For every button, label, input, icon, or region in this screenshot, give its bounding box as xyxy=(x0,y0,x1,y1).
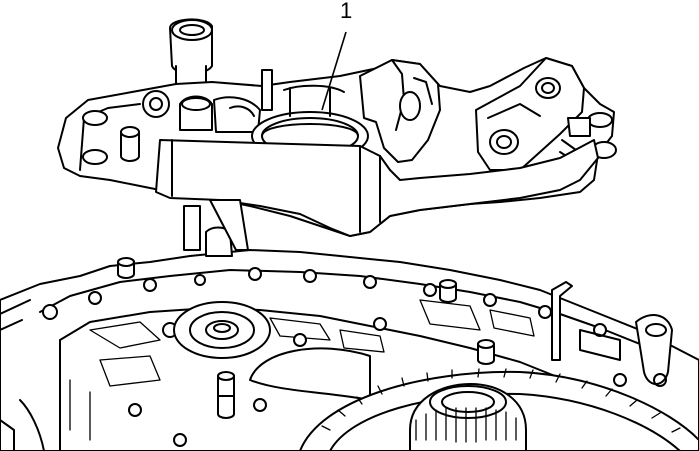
callout-1-leader-line xyxy=(321,31,347,111)
callout-1 xyxy=(321,31,347,111)
transmission-housing xyxy=(0,249,699,451)
pump-housing-cover xyxy=(57,18,617,257)
callout-1-label: 1 xyxy=(340,0,353,23)
